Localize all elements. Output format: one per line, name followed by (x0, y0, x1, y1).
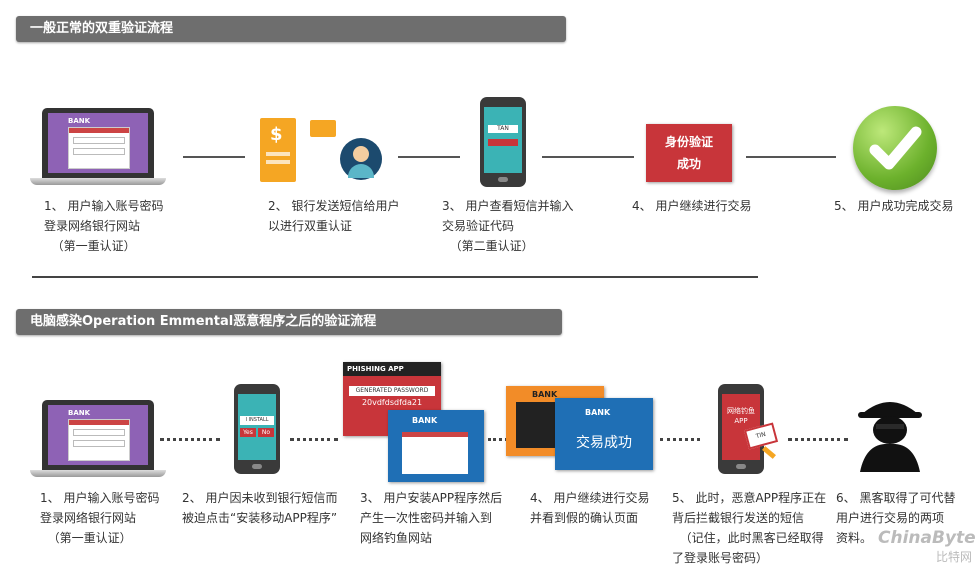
dotted-connector (488, 438, 514, 441)
generated-password: 20vdfdsdfda21 (361, 398, 423, 407)
caption-step-2: 2、 银行发送短信给用户 以进行双重认证 (268, 199, 400, 233)
caption-s2-step-4: 4、 用户继续进行交易 并看到假的确认页面 (530, 491, 650, 525)
generated-password-label: GENERATED PASSWORD (349, 386, 435, 396)
tan-label: TAN (488, 125, 518, 133)
transaction-success-text: 交易成功 (576, 435, 632, 451)
connector-line (398, 156, 460, 158)
dotted-connector (788, 438, 848, 441)
section1-title: 一般正常的双重验证流程 (30, 21, 174, 36)
hacker-icon (856, 390, 924, 472)
dotted-connector (660, 438, 700, 441)
laptop-login-1: BANK (30, 108, 166, 186)
phishing-bank-site: BANK (388, 410, 484, 482)
laptop-login-2: BANK (30, 400, 166, 478)
connector-line (746, 156, 836, 158)
section2-banner: 电脑感染Operation Emmental恶意程序之后的验证流程 (16, 309, 562, 335)
checkmark-icon (853, 106, 937, 190)
caption-step-4: 4、 用户继续进行交易 (632, 199, 752, 213)
phone-phishing-app: 网络钓鱼 APP TIN (718, 384, 779, 474)
dotted-connector (290, 438, 338, 441)
yes-button: Yes (240, 428, 256, 437)
caption-step-3: 3、 用户查看短信并输入 交易验证代码 （第二重认证） (442, 199, 574, 253)
dollar-sign-icon: $ (270, 124, 283, 145)
caption-s2-step-5: 5、 此时，恶意APP程序正在 背后拦截银行发送的短信 （记住，此时黑客已经取得… (672, 491, 827, 565)
caption-s2-step-3: 3、 用户安装APP程序然后 产生一次性密码并输入到 网络钓鱼网站 (360, 491, 503, 545)
no-button: No (258, 428, 274, 437)
section1-banner: 一般正常的双重验证流程 (16, 16, 566, 42)
bank-label: BANK (412, 416, 438, 425)
envelope-icon (310, 120, 336, 137)
watermark-logo: ChinaByte 比特网 (878, 528, 976, 576)
section2-title: 电脑感染Operation Emmental恶意程序之后的验证流程 (30, 314, 377, 329)
bank-label: BANK (68, 117, 91, 125)
magnifier-icon (762, 446, 776, 459)
caption-step-1: 1、 用户输入账号密码 登录网络银行网站 （第一重认证） (44, 199, 164, 253)
dotted-connector (160, 438, 220, 441)
section-divider (32, 276, 758, 278)
connector-line (183, 156, 245, 158)
bank-label: BANK (585, 408, 611, 417)
caption-s2-step-2: 2、 用户因未收到银行短信而 被迫点击“安装移动APP程序” (182, 491, 338, 525)
install-label: I INSTALL (240, 416, 274, 425)
phishing-app-label: 网络钓鱼 APP (727, 407, 755, 425)
caption-step-5: 5、 用户成功完成交易 (834, 199, 954, 213)
auth-success-box: 身份验证 成功 (646, 124, 732, 182)
phone-tan: TAN (480, 97, 526, 187)
sms-illustration: $ (260, 108, 382, 188)
bank-card-icon: $ (260, 118, 296, 182)
fake-success-panel: BANK 交易成功 (555, 398, 653, 470)
phishing-title: PHISHING APP (343, 362, 441, 376)
watermark-brand: ChinaByte (878, 528, 976, 548)
caption-s2-step-1: 1、 用户输入账号密码 登录网络银行网站 （第一重认证） (40, 491, 160, 545)
caption-s2-step-6: 6、 黑客取得了可代替 用户进行交易的两项 资料。 (836, 491, 956, 545)
watermark-sub: 比特网 (935, 550, 972, 564)
bank-label: BANK (68, 409, 91, 417)
user-avatar-icon (340, 138, 382, 180)
bank-label: BANK (532, 390, 558, 399)
connector-line (542, 156, 634, 158)
phone-install-prompt: I INSTALL Yes No (234, 384, 280, 474)
